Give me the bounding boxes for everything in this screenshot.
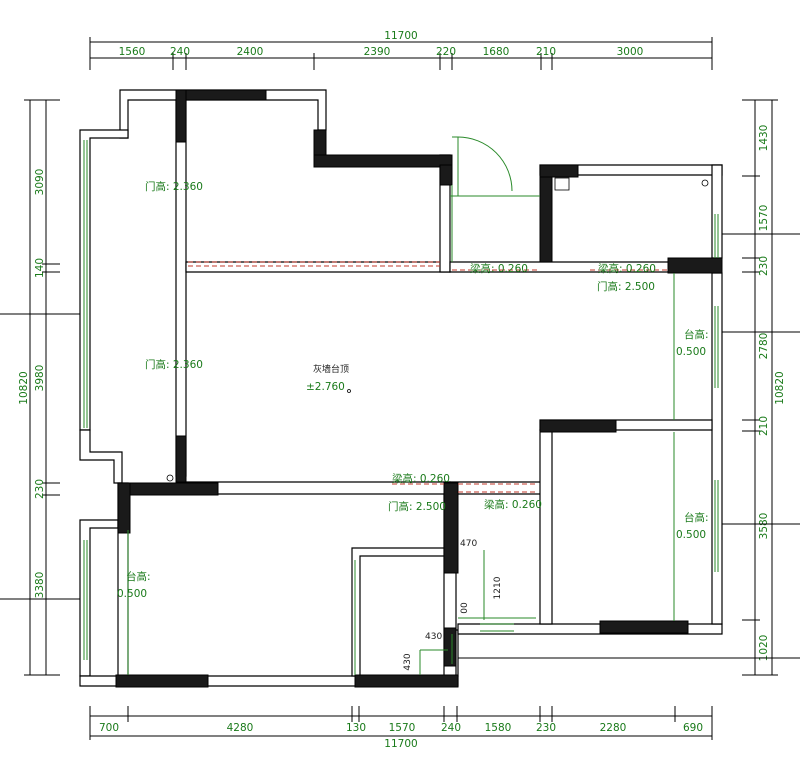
- bottom-dim-8: 2280: [600, 722, 627, 734]
- right-dim-2: 1570: [758, 205, 770, 232]
- door-swing: [452, 136, 513, 196]
- left-dim-1: 3090: [34, 169, 46, 196]
- top-dim-2: 240: [170, 46, 190, 58]
- left-total-dim: 10820: [18, 371, 30, 404]
- bottom-dim-3: 130: [346, 722, 366, 734]
- top-dim-3: 2400: [237, 46, 264, 58]
- right-dimension-chain: 1430 1570 230 2780 210 3580 1020 10820: [457, 99, 800, 676]
- bottom-dim-9: 690: [683, 722, 703, 734]
- inner-dim-430-h: 430: [425, 632, 442, 642]
- top-dim-7: 210: [536, 46, 556, 58]
- right-dim-6: 3580: [758, 513, 770, 540]
- door-height-label-1: 门高: 2.360: [145, 180, 203, 193]
- top-dim-4: 2390: [364, 46, 391, 58]
- solid-walls: [115, 89, 723, 688]
- ceiling-height-value: ±2.760: [306, 381, 345, 393]
- bottom-dim-2: 4280: [227, 722, 254, 734]
- beam-height-label-3: 梁高: 0.260: [392, 472, 450, 485]
- door-height-label-4: 门高: 2.500: [388, 500, 446, 513]
- sill-height-label-1: 台高:: [684, 328, 709, 341]
- left-dim-3: 3980: [34, 365, 46, 392]
- door-height-label-3: 门高: 2.500: [597, 280, 655, 293]
- left-dimension-chain: 10820 3090 140 3980 230 3380: [0, 99, 90, 676]
- beam-height-label-1: 梁高: 0.260: [470, 262, 528, 275]
- ceiling-label: 灰墙台顶: [313, 363, 349, 375]
- sill-height-label-2: 台高:: [684, 511, 709, 524]
- fixtures: [166, 177, 709, 482]
- top-total-dim: 11700: [384, 30, 417, 42]
- sill-height-label-3: 台高:: [126, 570, 151, 583]
- top-dim-5: 220: [436, 46, 456, 58]
- top-dimension-chain: 11700 1560 240 2400 2390 220 1680 210 30…: [89, 30, 713, 70]
- right-dim-3: 230: [758, 256, 770, 276]
- beams: [188, 261, 668, 493]
- right-dim-4: 2780: [758, 333, 770, 360]
- top-dim-1: 1560: [119, 46, 146, 58]
- bottom-dimension-chain: 700 4280 130 1570 240 1580 230 2280 690 …: [89, 706, 713, 750]
- beam-height-label-4: 梁高: 0.260: [484, 498, 542, 511]
- bottom-dim-1: 700: [99, 722, 119, 734]
- reference-lines: [127, 185, 675, 675]
- bottom-dim-6: 1580: [485, 722, 512, 734]
- annotations: 门高: 2.360 门高: 2.360 门高: 2.500 门高: 2.500 …: [117, 180, 709, 671]
- bottom-dim-4: 1570: [389, 722, 416, 734]
- inner-dim-430-v: 430: [403, 653, 413, 670]
- door-height-label-2: 门高: 2.360: [145, 358, 203, 371]
- inner-dim-1210: 1210: [493, 576, 503, 599]
- bottom-dim-5: 240: [441, 722, 461, 734]
- beam-height-label-2: 梁高: 0.260: [598, 262, 656, 275]
- right-dim-7: 1020: [758, 635, 770, 662]
- top-dim-6: 1680: [483, 46, 510, 58]
- left-dim-4: 230: [34, 479, 46, 499]
- windows: [83, 140, 719, 664]
- top-dim-8: 3000: [617, 46, 644, 58]
- right-dim-1: 1430: [758, 125, 770, 152]
- sill-height-value-3: 0.500: [117, 588, 147, 600]
- inner-dim-00: 00: [460, 602, 470, 614]
- bottom-total-dim: 11700: [384, 738, 417, 750]
- sill-height-value-2: 0.500: [676, 529, 706, 541]
- right-total-dim: 10820: [774, 371, 786, 404]
- walls: [79, 89, 723, 687]
- right-dim-5: 210: [758, 416, 770, 436]
- inner-dim-470: 470: [460, 539, 477, 549]
- bottom-dim-7: 230: [536, 722, 556, 734]
- left-dim-2: 140: [34, 258, 46, 278]
- sill-height-value-1: 0.500: [676, 346, 706, 358]
- left-dim-5: 3380: [34, 572, 46, 599]
